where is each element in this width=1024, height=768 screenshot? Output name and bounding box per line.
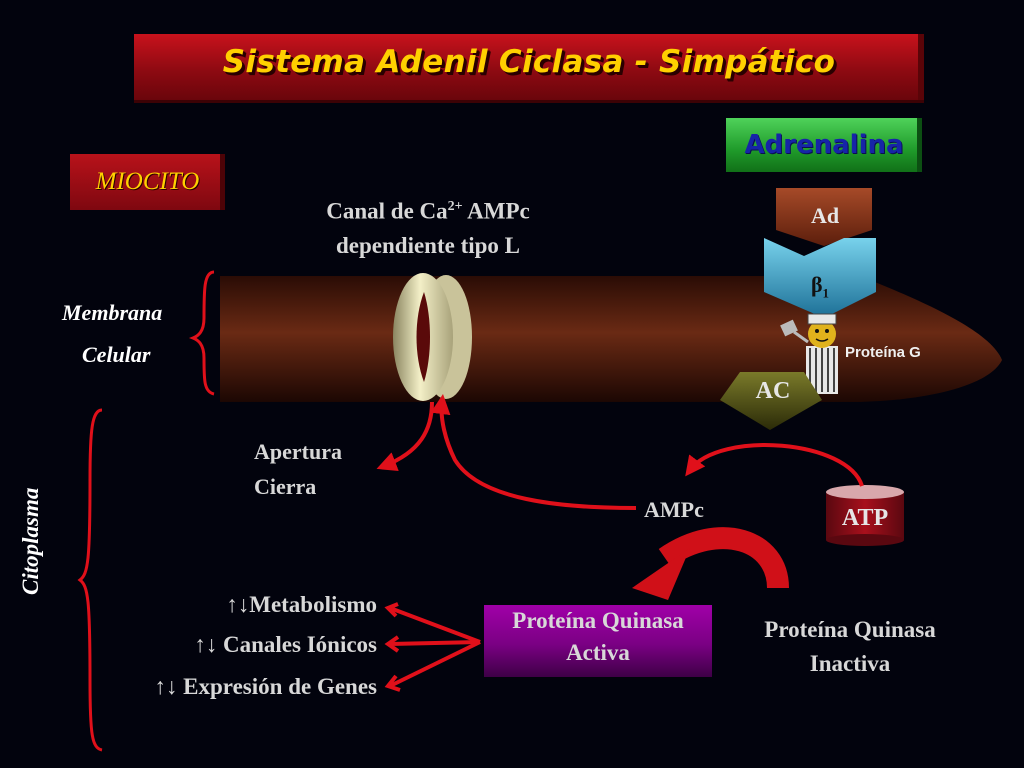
page-title: Sistema Adenil Ciclasa - Simpático <box>222 44 836 80</box>
calcium-channel-icon <box>393 273 472 401</box>
hormone-box: Adrenalina <box>726 118 922 172</box>
cytoplasm-bracket <box>77 408 103 752</box>
inactive-kinase-label: Proteína Quinasa Inactiva <box>764 617 936 676</box>
atp-label: ATP <box>841 505 889 531</box>
kinase-effect-arrows <box>384 602 481 692</box>
membrane-bracket <box>188 270 215 396</box>
activation-curve-arrow <box>632 527 789 600</box>
effect-ion-channels: ↑↓ Canales Iónicos <box>194 632 377 657</box>
effect-metabolism: ↑↓Metabolismo <box>226 592 377 617</box>
gate-open-label: Apertura <box>254 439 342 464</box>
active-kinase-line1: Proteína Quinasa <box>512 608 684 633</box>
cell-label: MIOCITO <box>95 168 200 195</box>
g-protein-label: Proteína G <box>845 344 921 361</box>
active-kinase-box: Proteína Quinasa Activa <box>484 605 712 677</box>
hormone-label: Adrenalina <box>744 130 904 160</box>
gate-close-label: Cierra <box>254 474 317 499</box>
cell-label-box: MIOCITO <box>70 154 225 210</box>
effect-gene-expression: ↑↓ Expresión de Genes <box>154 674 377 699</box>
cytoplasm-label: Citoplasma <box>18 487 43 595</box>
receptor-label: β1 <box>810 272 830 301</box>
adenylyl-cyclase-icon <box>720 372 822 430</box>
ampc-label: AMPc <box>644 497 704 522</box>
membrane-label-line1: Membrana <box>62 300 163 325</box>
atp-to-ampc-arrow <box>685 443 864 487</box>
ampc-to-channel-arrow <box>430 394 637 510</box>
title-bar <box>134 34 924 100</box>
active-kinase-line2: Activa <box>566 640 630 665</box>
cell-membrane <box>220 276 1002 402</box>
ad-ligand-icon <box>776 188 872 246</box>
membrane-label-line2: Celular <box>82 342 151 367</box>
receptor-icon <box>764 238 876 318</box>
channel-to-gate-arrow <box>376 401 434 471</box>
channel-caption: Canal de Ca2+ AMPc dependiente tipo L <box>326 198 530 258</box>
adenylyl-cyclase-label: AC <box>755 378 791 404</box>
ligand-label: Ad <box>810 203 840 228</box>
atp-cylinder-icon <box>826 485 904 546</box>
